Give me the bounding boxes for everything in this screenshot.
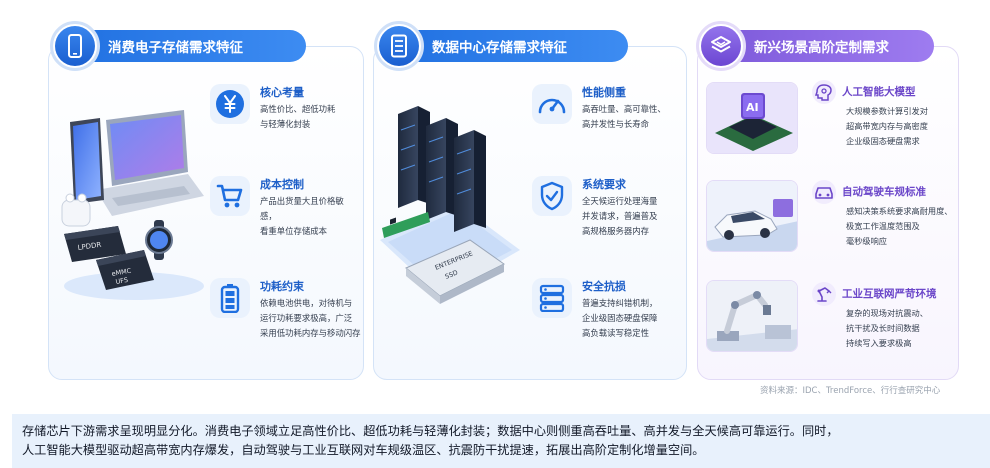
autonomous-car-image (706, 180, 798, 252)
lpddr-chip-label: LPDDR (77, 241, 102, 252)
feature-title: 性能侧重 (582, 86, 626, 99)
lpddr-chip-icon: LPDDR (64, 226, 126, 262)
emmc-chip-icon: eMMC UFS (96, 250, 154, 290)
datacenter-illustration: ENTERPRISE SSD (378, 100, 520, 330)
consumer-header: 消费电子存储需求特征 (50, 21, 306, 71)
datacenter-header-title: 数据中心存储需求特征 (432, 40, 567, 56)
feature-desc: 大规模参数计算引发对 超高带宽内存与高密度 企业级固态硬盘需求 (846, 106, 928, 146)
feature-desc: 感知决策系统要求高耐用度、 极宽工作温度范围及 毫秒级响应 (846, 206, 953, 246)
summary-text: 存储芯片下游需求呈现明显分化。消费电子领域立足高性价比、超低功耗与轻薄化封装；数… (12, 414, 990, 468)
feature-desc: 复杂的现场对抗震动、 抗干扰及长时间数据 持续写入要求极高 (846, 308, 928, 348)
car-icon (815, 187, 833, 199)
feature-title: 功耗约束 (260, 280, 304, 293)
industrial-robot-image (706, 280, 798, 352)
feature-desc: 依赖电池供电，对待机与 运行功耗要求极高，广泛 采用低功耗内存与移动闪存 (260, 298, 361, 338)
datacenter-feature-security: 安全抗损 普遍支持纠错机制， 企业级固态硬盘保障 高负载读写稳定性 (532, 278, 684, 348)
robot-arm-icon (817, 287, 832, 302)
consumer-illustration: LPDDR eMMC UFS (56, 100, 204, 310)
smartwatch-icon (145, 220, 173, 260)
ai-chip-label: AI (746, 101, 759, 114)
feature-title: 系统要求 (582, 178, 626, 191)
ai-head-icon (815, 84, 832, 101)
datacenter-header: 数据中心存储需求特征 (374, 21, 628, 71)
feature-desc: 高性价比、超低功耗 与轻薄化封装 (260, 104, 336, 129)
emerging-header: 新兴场景高阶定制需求 (696, 21, 934, 71)
feature-desc: 全天候运行处理海量 并发请求，普遍普及 高规格服务器内存 (582, 196, 658, 236)
ram-module-icon (382, 212, 430, 238)
feature-title: 人工智能大模型 (842, 86, 916, 98)
enterprise-ssd-icon: ENTERPRISE SSD (405, 239, 505, 304)
server-icon (391, 34, 407, 58)
consumer-feature-cost-focus: 核心考量 高性价比、超低功耗 与轻薄化封装 (210, 84, 360, 144)
layers-icon (711, 36, 731, 53)
consumer-feature-cost-control: 成本控制 产品出货量大且价格敏感， 看重单位存储成本 (210, 176, 360, 236)
yuan-icon (216, 90, 244, 118)
smartphone-icon (68, 34, 82, 58)
database-icon (539, 284, 565, 312)
battery-icon (220, 284, 240, 313)
feature-title: 安全抗损 (582, 280, 626, 293)
emerging-header-title: 新兴场景高阶定制需求 (754, 40, 889, 56)
emerging-feature-industrial: 工业互联网严苛环境 复杂的现场对抗震动、 抗干扰及长时间数据 持续写入要求极高 (812, 282, 958, 352)
datacenter-feature-system: 系统要求 全天候运行处理海量 并发请求，普遍普及 高规格服务器内存 (532, 176, 684, 246)
datacenter-feature-performance: 性能侧重 高吞吐量、高可靠性、 高并发性与长寿命 (532, 84, 684, 144)
feature-title: 成本控制 (260, 178, 304, 191)
consumer-panel (48, 46, 364, 380)
feature-desc: 高吞吐量、高可靠性、 高并发性与长寿命 (582, 104, 666, 129)
server-rack-icon (398, 106, 486, 232)
shield-check-icon (540, 181, 564, 211)
ai-chip-image: AI (706, 82, 798, 154)
consumer-feature-power: 功耗约束 依赖电池供电，对待机与 运行功耗要求极高，广泛 采用低功耗内存与移动闪… (210, 278, 364, 348)
emerging-feature-ai: 人工智能大模型 大规模参数计算引发对 超高带宽内存与高密度 企业级固态硬盘需求 (812, 80, 958, 150)
cart-icon (216, 184, 243, 208)
consumer-header-title: 消费电子存储需求特征 (108, 40, 243, 56)
feature-title: 核心考量 (260, 86, 304, 99)
emmc-chip-label-2: UFS (115, 276, 129, 286)
emerging-feature-autonomous: 自动驾驶车规标准 感知决策系统要求高耐用度、 极宽工作温度范围及 毫秒级响应 (812, 180, 958, 250)
laptop-icon (96, 110, 204, 216)
feature-desc: 产品出货量大且价格敏感， 看重单位存储成本 (260, 196, 344, 236)
speedometer-icon (538, 98, 566, 114)
feature-title: 自动驾驶车规标准 (842, 186, 926, 198)
feature-title: 工业互联网严苛环境 (842, 288, 937, 300)
earbuds-icon (61, 193, 91, 227)
emmc-chip-label-1: eMMC (111, 267, 132, 278)
smartphone-device-icon (70, 118, 104, 204)
source-note: 资料来源：IDC、TrendForce、行行查研究中心 (760, 386, 941, 396)
feature-desc: 普遍支持纠错机制， 企业级固态硬盘保障 高负载读写稳定性 (582, 298, 658, 338)
